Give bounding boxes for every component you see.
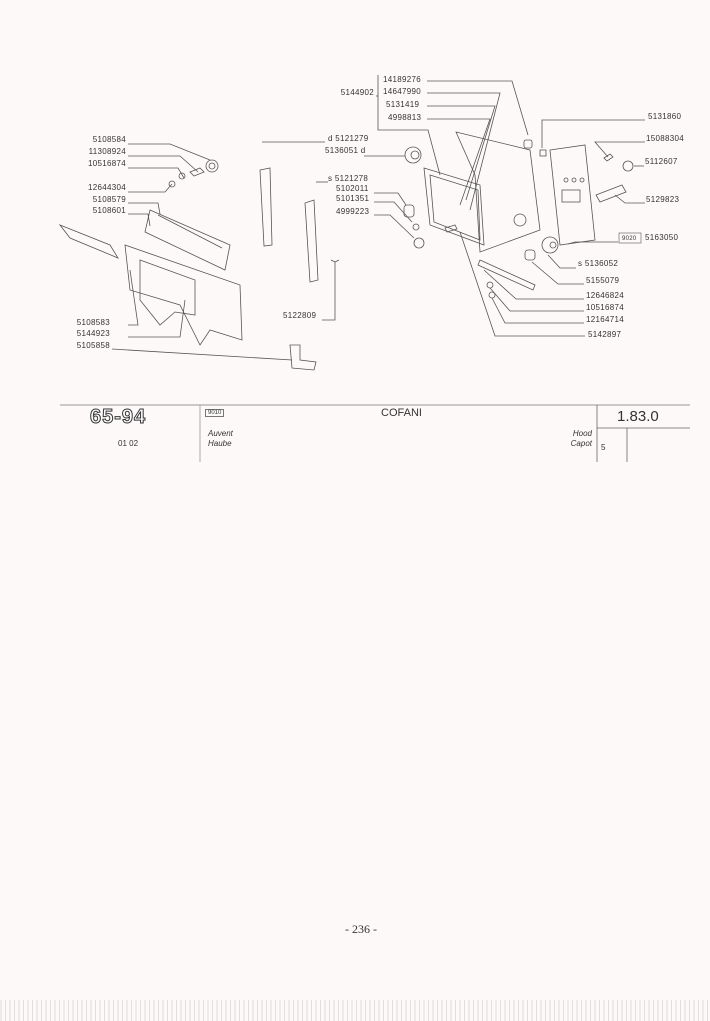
part-label: s 5136052 — [578, 259, 619, 268]
part-label: 5108584 — [92, 135, 126, 144]
part-label: 5108583 — [76, 318, 110, 327]
model-logo: 65-94 — [89, 406, 147, 429]
part-label: 12646824 — [586, 291, 624, 300]
section-title: COFANI — [381, 407, 422, 419]
title-english: Hood — [572, 429, 592, 438]
part-label: 5122809 — [283, 311, 317, 320]
color-code-box: 9020 — [622, 236, 637, 242]
part-label: 10516874 — [88, 159, 126, 168]
part-label: 5108579 — [92, 195, 126, 204]
part-label: d 5121279 — [328, 134, 369, 143]
part-label: 15088304 — [646, 134, 684, 143]
title-german: Haube — [208, 439, 232, 448]
model-date: 01 02 — [118, 439, 139, 448]
part-label: 5131419 — [386, 100, 420, 109]
table-number: 1.83.0 — [617, 408, 659, 425]
scan-edge-noise — [0, 1000, 710, 1021]
part-label: 4998813 — [388, 113, 422, 122]
part-label: 4999223 — [336, 207, 370, 216]
part-label: 5112607 — [645, 157, 678, 166]
part-label: 5163050 — [645, 233, 679, 242]
group-code-box: 9010 — [205, 409, 225, 417]
part-label: 12164714 — [586, 315, 624, 324]
part-label: 5101351 — [336, 194, 370, 203]
part-label: 14647990 — [383, 87, 421, 96]
part-label: 5102011 — [336, 184, 369, 193]
part-label: 5155079 — [586, 276, 620, 285]
part-label: 12644304 — [88, 183, 126, 192]
part-label: s 5121278 — [328, 174, 369, 183]
part-label: 5131860 — [648, 112, 682, 121]
part-label: 10516874 — [586, 303, 624, 312]
part-label: 11308924 — [88, 147, 126, 156]
part-label: 5108601 — [92, 206, 126, 215]
title-french: Auvent — [208, 429, 233, 438]
part-label: 5144923 — [76, 329, 110, 338]
part-label: 5144902 — [340, 88, 374, 97]
title-spanish: Capot — [570, 439, 592, 448]
part-label: 5105858 — [76, 341, 110, 350]
part-label: 5142897 — [588, 330, 622, 339]
part-label: 5136051 d — [325, 146, 366, 155]
sheet-number: 5 — [601, 443, 606, 452]
part-label: 5129823 — [646, 195, 680, 204]
page-number: - 236 - — [345, 922, 377, 936]
part-label: 14189276 — [383, 75, 421, 84]
